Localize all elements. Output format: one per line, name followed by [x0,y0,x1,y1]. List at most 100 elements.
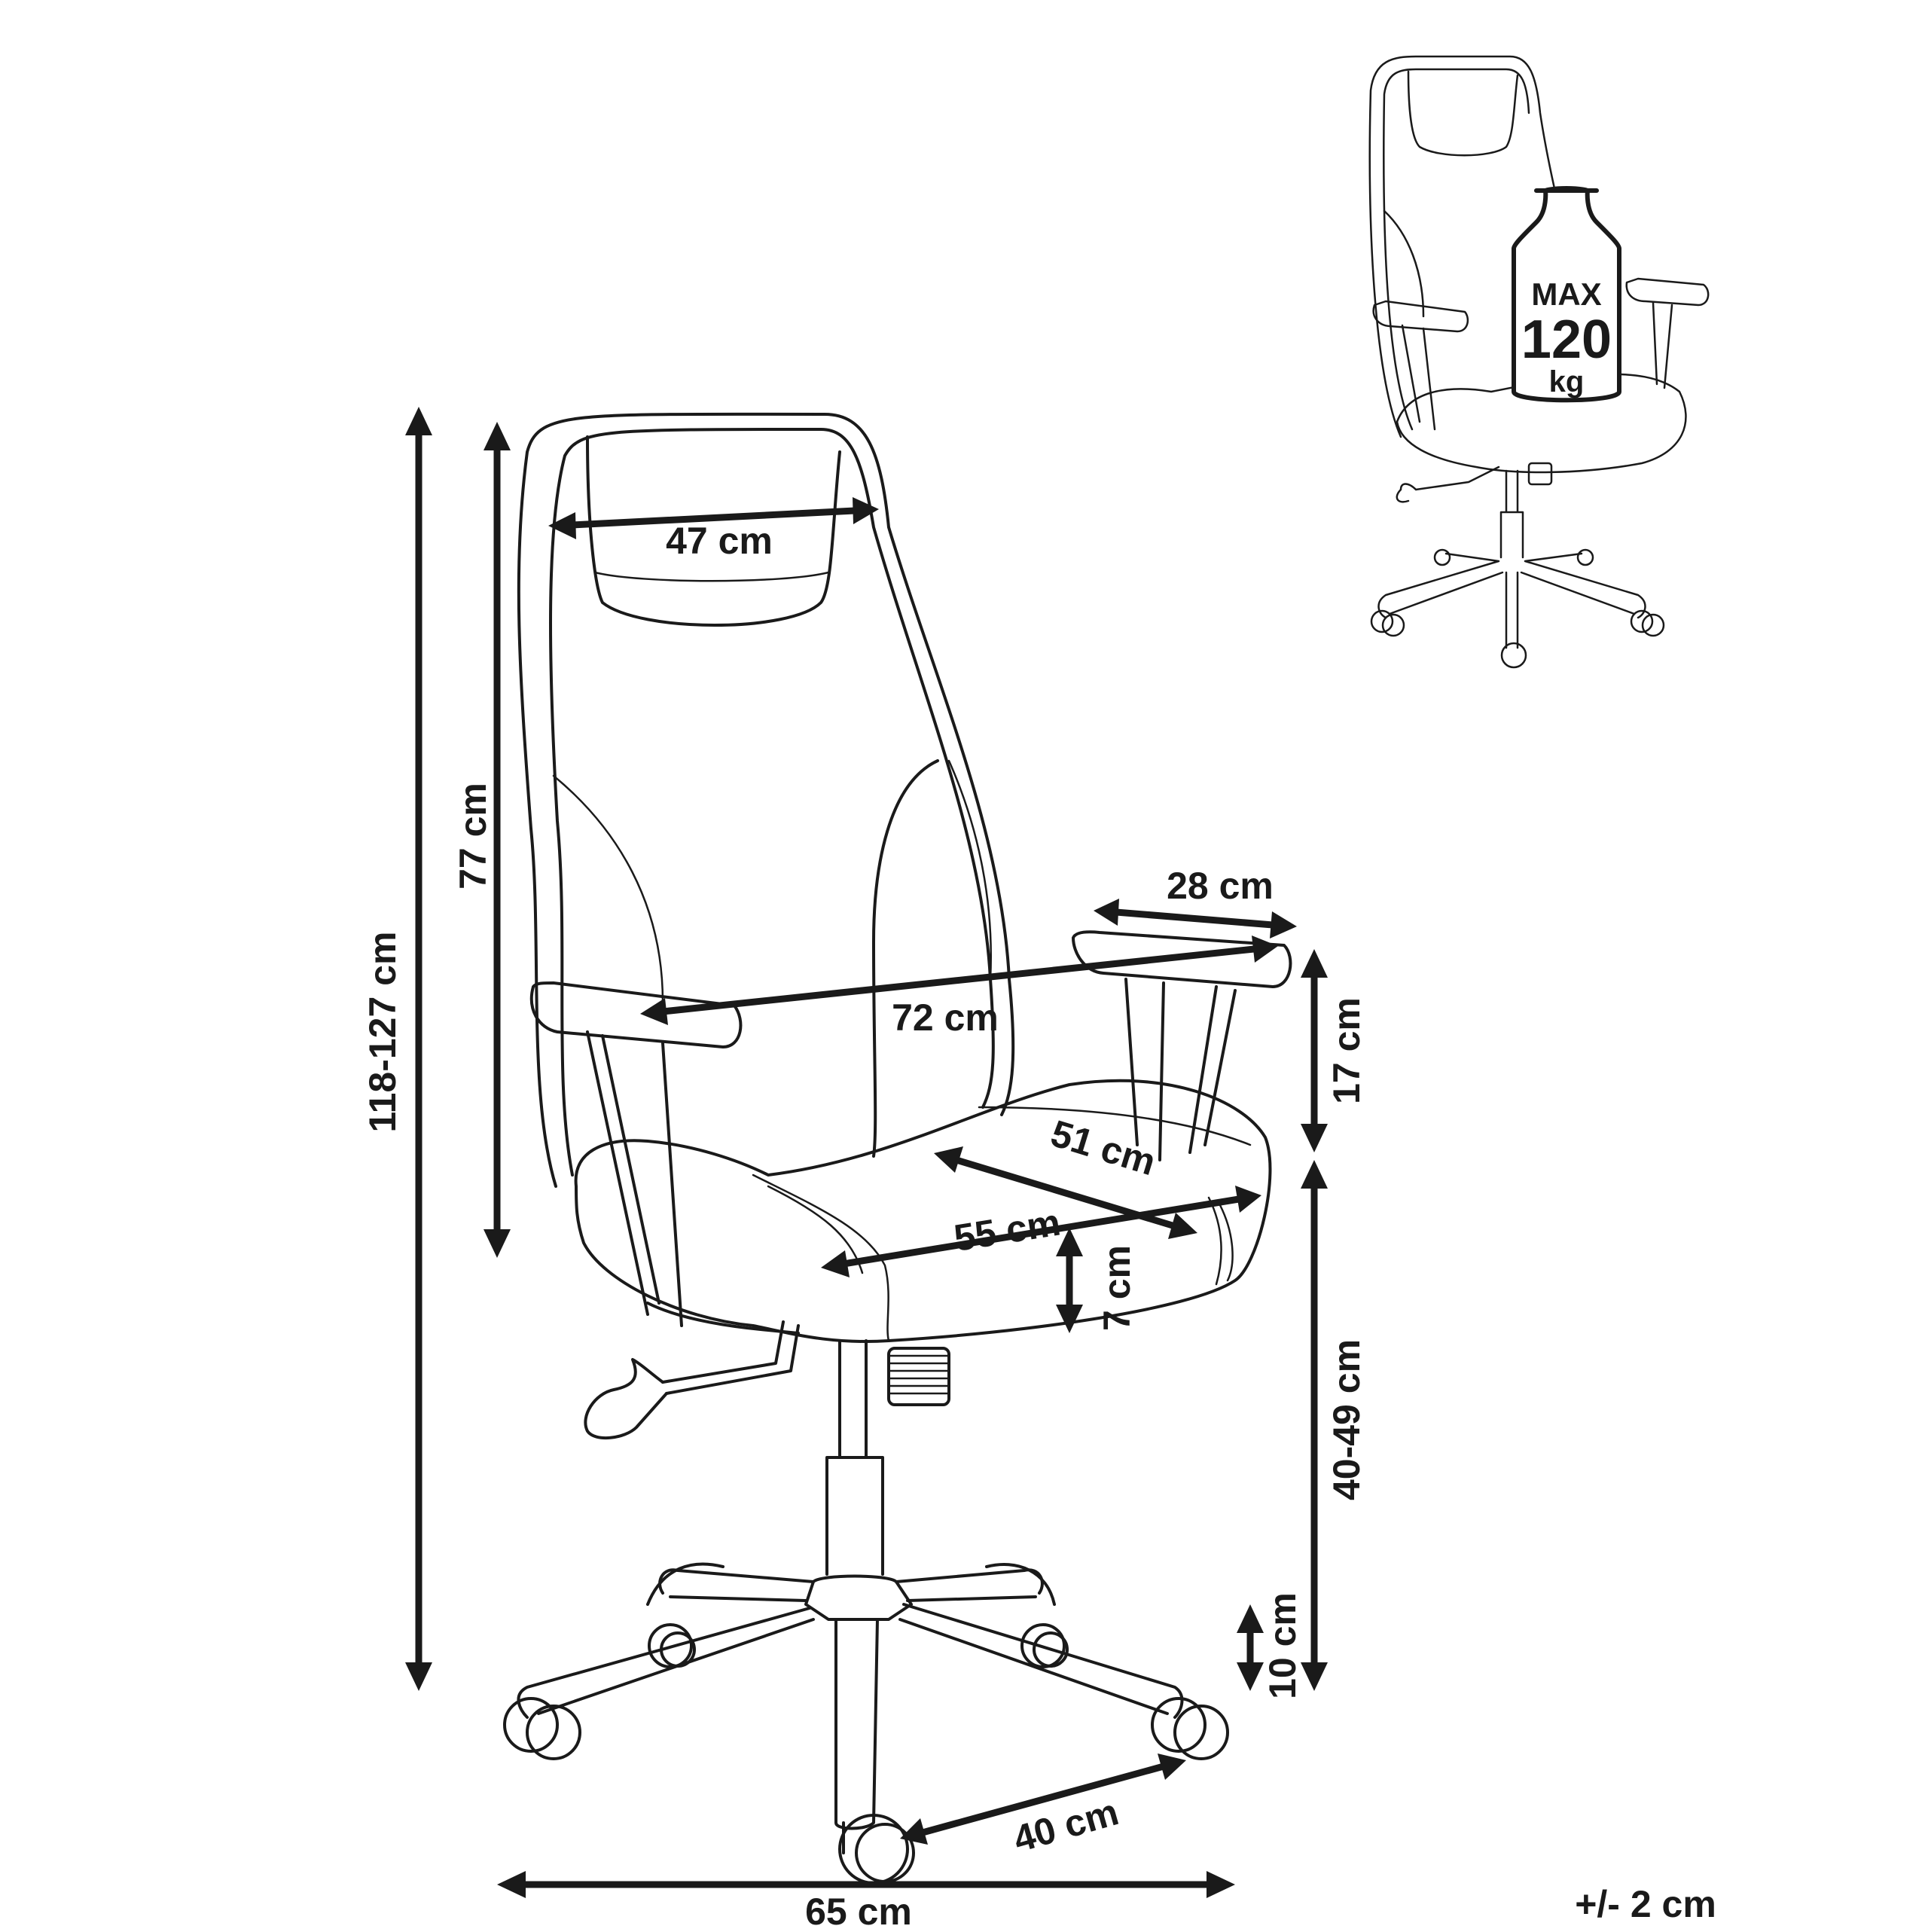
thumb-knob [1527,462,1553,486]
seat-cushion [574,1079,1272,1343]
thumb-armrest-right-support [1652,301,1673,389]
thumb-backrest-inner [1383,68,1530,431]
base-leg-right [898,1603,1184,1719]
armrest-right-support [1124,978,1237,1161]
arrowhead [484,1229,511,1258]
thumb-cylinder [1499,469,1524,559]
back-panel-right-seam [947,759,992,981]
arrowhead [821,1250,850,1277]
base-leg-front [834,1618,879,1830]
arrowhead [1237,1604,1264,1633]
thumb-lever [1396,465,1500,503]
thumb-seat [1396,373,1687,474]
label-total-height: 118-127 cm [362,932,404,1133]
backrest-inner-frame [549,428,995,1177]
label-armrest-length: 28 cm [1167,865,1274,907]
max-load-label: MAX [1531,276,1601,312]
label-armrest-height: 17 cm [1326,997,1368,1104]
base-leg-back-arch-left [646,1562,725,1606]
armrest-right [1072,930,1292,988]
caster-back-right [1020,1623,1069,1668]
seat-side-seam [1207,1196,1234,1286]
thumb-base [1377,552,1646,649]
base-leg-back-arch-right [985,1563,1056,1606]
arrowhead [1252,935,1278,963]
thumb-caster [1641,613,1665,637]
thumb-armrest-left-support [1401,324,1436,431]
headrest-seam [593,571,830,582]
arrowhead [1235,1186,1261,1213]
arrowhead [1270,911,1297,939]
arrowhead [934,1146,963,1173]
arrowhead [497,1871,526,1898]
armrest-left [529,981,743,1048]
arrowhead [405,407,432,435]
thumb-caster [1433,548,1451,566]
dimension-arrows [405,407,1328,1898]
arrowhead [853,497,879,524]
arrowhead [1301,1160,1328,1189]
arrowhead [640,998,668,1025]
thumb-caster [1381,613,1405,637]
label-seat-thickness: 7 cm [1096,1245,1138,1331]
height-adjust-knob [887,1347,950,1406]
arrowhead [1207,1871,1235,1898]
seat-plate [646,1302,800,1335]
label-backrest-height: 77 cm [452,783,494,890]
arrow-arm-width [659,945,1258,1015]
label-base-width: 65 cm [805,1891,912,1928]
tilt-lever [661,1320,800,1395]
caster-right [1151,1697,1229,1760]
thumb-headrest [1407,70,1519,157]
label-seat-width: 55 cm [951,1201,1063,1259]
arrow-armrest-length [1112,908,1277,929]
arrowhead [1056,1305,1083,1333]
chair-drawing [503,412,1292,1885]
arrowhead [1168,1213,1197,1239]
headrest-cushion [586,435,841,627]
arrowhead [548,512,576,539]
height-adjust-knob-grip [887,1354,950,1395]
arrow-headrest-width [569,507,859,529]
label-arm-width: 72 cm [892,997,999,1039]
backrest-outer-frame [517,412,1015,1188]
arrowhead [900,1818,928,1845]
caster-back-left [648,1623,696,1668]
max-load-unit: kg [1549,365,1585,398]
label-seat-height: 40-49 cm [1326,1339,1368,1500]
arrowhead [405,1662,432,1691]
back-panel-right [872,759,939,1158]
caster-front [838,1814,915,1885]
tilt-lever-handle [584,1358,668,1440]
cylinder-cover [825,1456,884,1576]
back-panel-left [552,774,664,1003]
seat-back-seam [978,1106,1252,1146]
label-base-height: 10 cm [1261,1592,1304,1699]
armrest-left-support [586,1030,683,1327]
tolerance-note: +/- 2 cm [1575,1883,1716,1925]
dimension-labels: 47 cm 77 cm 118-127 cm 28 cm 72 cm 17 cm… [362,520,1716,1932]
arrow-seat-width [840,1195,1243,1268]
arrow-leg-length [919,1763,1167,1836]
arrowhead [1301,949,1328,978]
caster-left [503,1697,581,1760]
arrowhead [1301,1124,1328,1152]
arrowhead [1094,899,1119,926]
label-seat-depth: 51 cm [1046,1112,1161,1183]
arrowhead [484,422,511,450]
arrowhead [1301,1662,1328,1691]
base-leg-back-right [895,1568,1044,1602]
thumb-caster [1630,609,1654,633]
base-hub [804,1574,913,1621]
base-leg-back-left [658,1568,815,1602]
thumb-caster [1500,642,1527,669]
thumb-armrest-left [1372,300,1469,333]
arrowhead [1237,1662,1264,1691]
max-load-thumbnail: MAX 120 kg [1368,55,1710,669]
arrowhead [1056,1228,1083,1256]
thumb-armrest-right [1625,277,1710,307]
thumb-caster [1370,609,1394,633]
thumb-caster [1576,548,1594,566]
